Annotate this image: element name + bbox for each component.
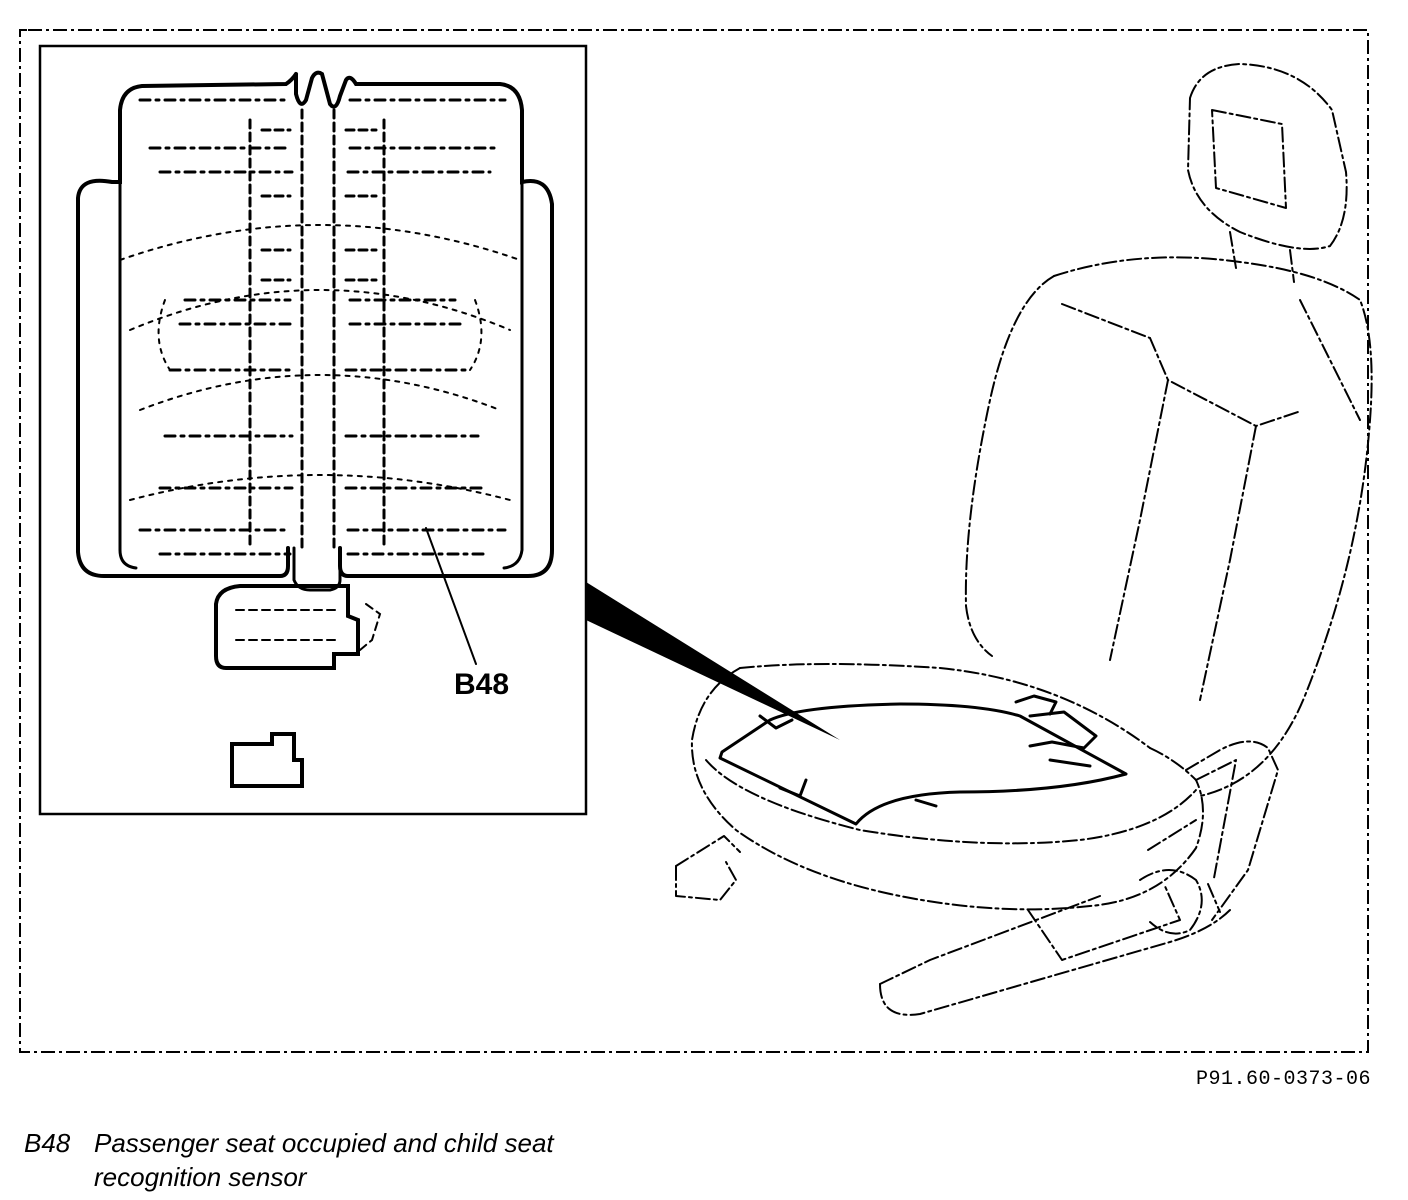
sensor-mat-top-view xyxy=(76,70,554,788)
inset-panel xyxy=(38,44,588,816)
callout-label-b48: B48 xyxy=(454,668,509,701)
zoom-wedge xyxy=(586,582,840,740)
caption-code: B48 xyxy=(24,1128,71,1158)
caption: B48 Passenger seat occupied and child sea… xyxy=(24,1126,724,1194)
figure-code: P91.60-0373-06 xyxy=(1196,1068,1372,1091)
seat-drawing xyxy=(675,63,1373,1016)
outer-frame xyxy=(19,29,1369,1053)
caption-line-1: Passenger seat occupied and child seat xyxy=(94,1128,554,1158)
caption-line-2: recognition sensor xyxy=(94,1162,307,1192)
